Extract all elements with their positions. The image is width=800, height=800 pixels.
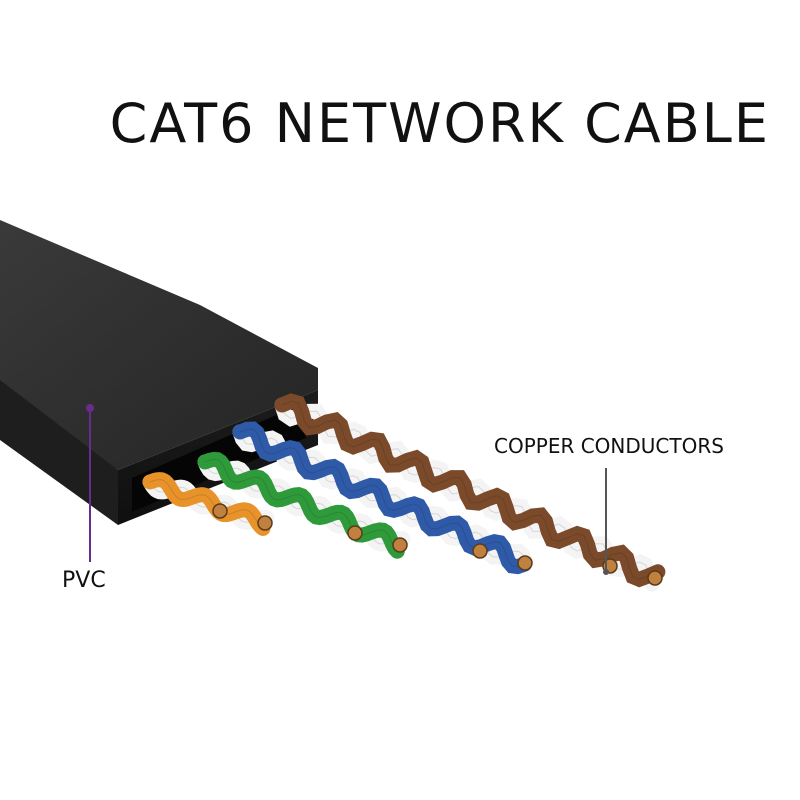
- diagram-title: CAT6 NETWORK CABLE: [109, 92, 770, 155]
- orange-pair-copper-tip: [257, 515, 273, 531]
- brown-pair-copper-tip: [647, 570, 663, 586]
- green-pair-copper-tip: [392, 537, 408, 553]
- twisted-pairs: [142, 393, 666, 592]
- pvc-label: PVC: [62, 568, 106, 593]
- green-pair-color-strand: [197, 451, 405, 559]
- green-pair-color-strand-outline: [204, 458, 398, 552]
- pvc-leader-dot: [86, 404, 94, 412]
- orange-pair-copper-tip-2: [212, 503, 228, 519]
- jacket-top-surface: [0, 220, 318, 470]
- blue-pair-copper-tip: [517, 555, 533, 571]
- copper-leader-dot: [603, 569, 609, 575]
- orange-pair-color-strand-outline: [149, 479, 264, 529]
- orange-pair-color-strand: [142, 472, 271, 536]
- brown-pair-color-strand-outline: [281, 400, 659, 580]
- brown-pair-color-strand: [274, 393, 666, 588]
- copper-conductors-label: COPPER CONDUCTORS: [494, 434, 724, 458]
- blue-pair-copper-tip-2: [472, 543, 488, 559]
- jacket-side-surface: [0, 380, 118, 525]
- green-pair-copper-tip-2: [347, 525, 363, 541]
